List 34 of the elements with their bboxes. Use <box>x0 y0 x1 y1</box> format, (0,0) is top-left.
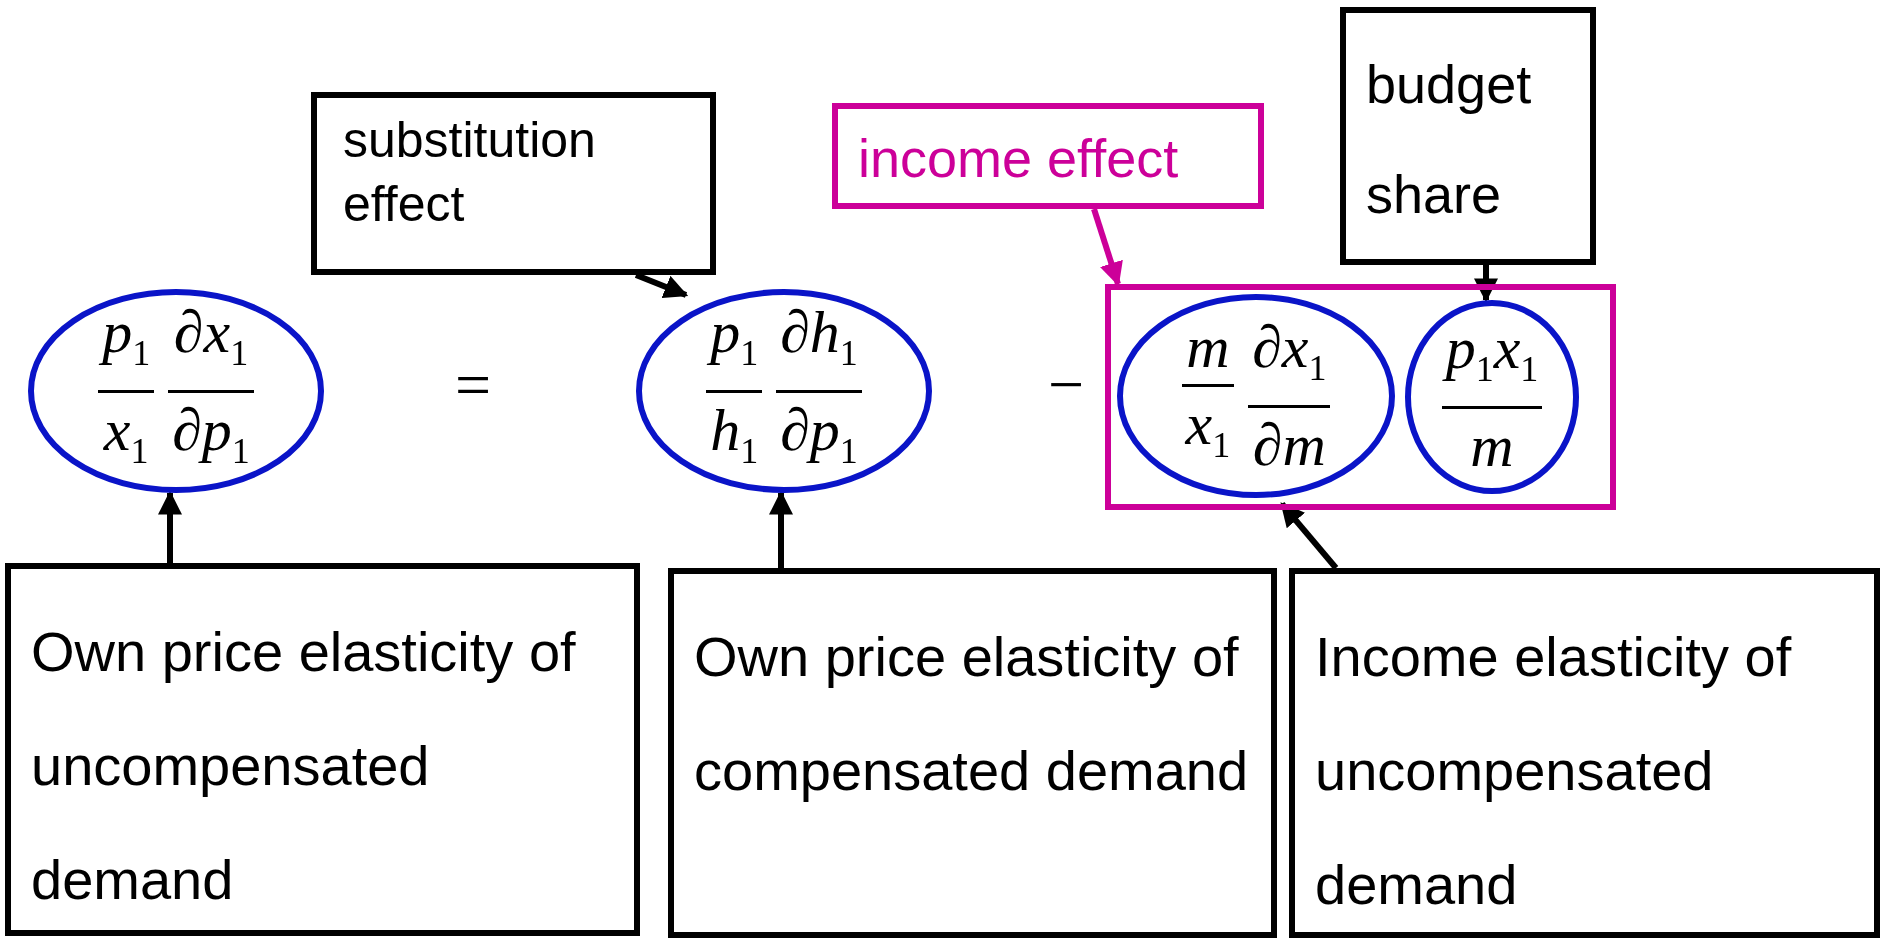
callout-text: Own price elasticity of compensated demand <box>694 624 1250 804</box>
arrow <box>158 490 182 563</box>
denominator: ∂p$_{1}$ <box>779 396 859 473</box>
denominator: m <box>1469 413 1515 479</box>
denominator: x$_{1}$ <box>102 396 150 473</box>
numerator: m <box>1185 314 1231 380</box>
numerator: p$_{1}$ <box>98 298 155 386</box>
callout-text: Income elasticity of uncompensated demand <box>1315 624 1793 918</box>
callout-box <box>1340 7 1596 265</box>
callout-box <box>1289 568 1880 938</box>
callout-text: income effect <box>858 127 1180 190</box>
arrow <box>1091 208 1123 287</box>
denominator: h$_{1}$ <box>709 396 760 473</box>
callout-box <box>832 103 1264 209</box>
denominator: ∂p$_{1}$ <box>171 396 251 473</box>
arrow <box>1474 265 1498 303</box>
numerator: p$_{1}$x$_{1}$ <box>1441 315 1543 402</box>
group-frame <box>1105 284 1616 510</box>
numerator: ∂x$_{1}$ <box>172 298 250 375</box>
arrow <box>769 490 793 568</box>
arrow <box>1279 502 1339 570</box>
callout-box <box>5 563 640 936</box>
callout-text: substitution effect <box>343 111 597 234</box>
numerator: ∂x$_{1}$ <box>1251 314 1328 390</box>
numerator: ∂h$_{1}$ <box>779 298 859 375</box>
numerator: p$_{1}$ <box>706 298 763 386</box>
callout-text: budget share <box>1366 53 1533 226</box>
equals-sign: = <box>455 350 492 420</box>
callout-box <box>311 92 716 275</box>
minus-sign: − <box>1048 350 1085 420</box>
denominator: ∂m <box>1251 412 1327 478</box>
callout-text: Own price elasticity of uncompensated demand <box>31 619 577 913</box>
denominator: x$_{1}$ <box>1183 391 1232 467</box>
callout-box <box>668 568 1277 938</box>
